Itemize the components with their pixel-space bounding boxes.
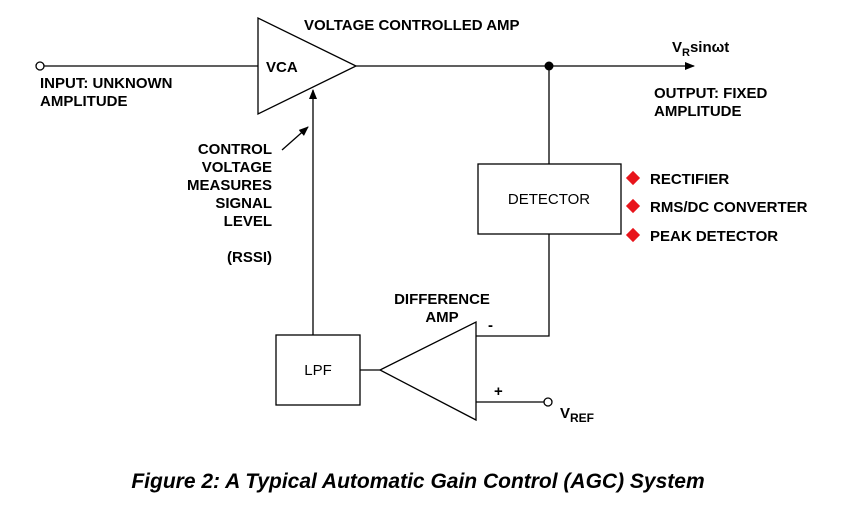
input-label-line2: AMPLITUDE bbox=[40, 93, 128, 110]
lpf-block bbox=[275, 334, 361, 406]
control-label-line3: MEASURES bbox=[187, 177, 272, 194]
detector-block bbox=[477, 163, 622, 235]
detector-option-rms-dc: RMS/DC CONVERTER bbox=[625, 198, 808, 216]
minus-sign: - bbox=[488, 317, 493, 334]
detector-label: DETECTOR bbox=[508, 191, 590, 208]
control-label-line4: SIGNAL bbox=[215, 195, 272, 212]
figure-caption: Figure 2: A Typical Automatic Gain Contr… bbox=[131, 470, 704, 493]
output-label-line2: AMPLITUDE bbox=[654, 103, 742, 120]
difference-amplifier bbox=[378, 320, 477, 422]
red-diamond-icon bbox=[625, 170, 641, 186]
input-terminal bbox=[35, 61, 45, 71]
output-label-line1: OUTPUT: FIXED bbox=[654, 85, 768, 102]
plus-sign: + bbox=[494, 383, 503, 400]
detector-option-rectifier: RECTIFIER bbox=[625, 170, 729, 188]
svg-text:RMS/DC CONVERTER: RMS/DC CONVERTER bbox=[650, 199, 808, 216]
lpf-label: LPF bbox=[304, 362, 332, 379]
vca-title: VOLTAGE CONTROLLED AMP bbox=[304, 17, 520, 34]
input-label-line1: INPUT: UNKNOWN bbox=[40, 75, 173, 92]
svg-text:RECTIFIER: RECTIFIER bbox=[650, 171, 729, 188]
rssi-label: (RSSI) bbox=[227, 249, 272, 266]
vref-label: VREF bbox=[560, 405, 594, 425]
detector-output-wire bbox=[476, 234, 550, 337]
vca-label: VCA bbox=[266, 59, 298, 76]
control-label-line5: LEVEL bbox=[224, 213, 272, 230]
vca-amplifier bbox=[257, 16, 358, 116]
control-label-line1: CONTROL bbox=[198, 141, 272, 158]
red-diamond-icon bbox=[625, 227, 641, 243]
control-annotation-arrow bbox=[281, 126, 309, 151]
svg-text:PEAK DETECTOR: PEAK DETECTOR bbox=[650, 228, 778, 245]
vref-terminal bbox=[543, 397, 553, 407]
control-label-line2: VOLTAGE bbox=[202, 159, 272, 176]
diff-amp-label-line1: DIFFERENCE bbox=[394, 291, 490, 308]
diff-amp-label-line2: AMP bbox=[425, 309, 458, 326]
output-signal-label: VRsinωt bbox=[672, 39, 729, 59]
detector-option-peak: PEAK DETECTOR bbox=[625, 227, 778, 245]
red-diamond-icon bbox=[625, 198, 641, 214]
